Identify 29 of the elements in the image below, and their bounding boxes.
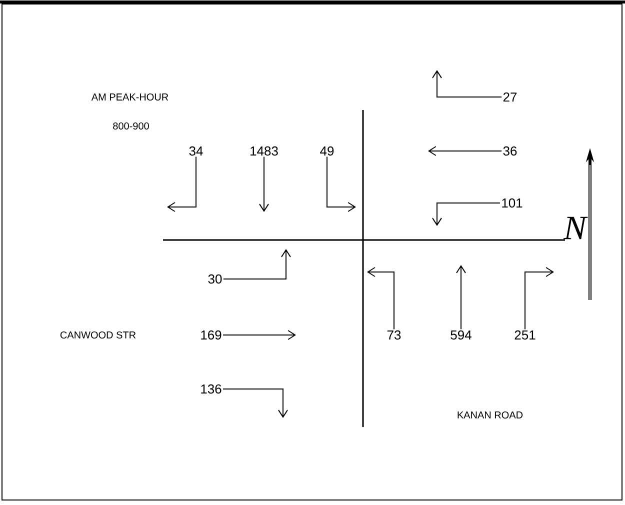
count-label: 1483 bbox=[250, 146, 278, 156]
movement-arrow bbox=[524, 267, 554, 330]
title-text: AM PEAK-HOUR bbox=[91, 93, 168, 101]
movement-arrow bbox=[428, 146, 502, 156]
movement-arrow bbox=[222, 388, 288, 418]
movement-arrow bbox=[456, 264, 466, 330]
count-label: 73 bbox=[387, 330, 401, 340]
movement-arrow bbox=[367, 267, 394, 330]
count-label: 169 bbox=[201, 330, 222, 340]
movement-arrow bbox=[222, 249, 291, 280]
count-label: 34 bbox=[189, 146, 203, 156]
street-name: KANAN ROAD bbox=[458, 411, 523, 419]
count-label: 27 bbox=[503, 92, 517, 102]
movement-arrow bbox=[432, 202, 500, 226]
time-period: 800-900 bbox=[113, 122, 149, 130]
count-label: 101 bbox=[502, 198, 522, 208]
movement-arrow bbox=[326, 156, 356, 212]
count-label: 251 bbox=[514, 330, 536, 340]
street-name: CANWOOD STR bbox=[60, 331, 136, 339]
movement-arrow bbox=[222, 330, 296, 340]
count-label: 36 bbox=[503, 146, 517, 156]
north-letter: N bbox=[563, 216, 588, 240]
count-label: 30 bbox=[208, 274, 222, 284]
count-label: 136 bbox=[201, 384, 222, 394]
movement-arrow bbox=[259, 156, 269, 212]
count-label: 594 bbox=[450, 330, 472, 340]
movement-arrow bbox=[432, 70, 502, 98]
count-label: 49 bbox=[320, 146, 334, 156]
movement-arrow bbox=[167, 156, 196, 212]
